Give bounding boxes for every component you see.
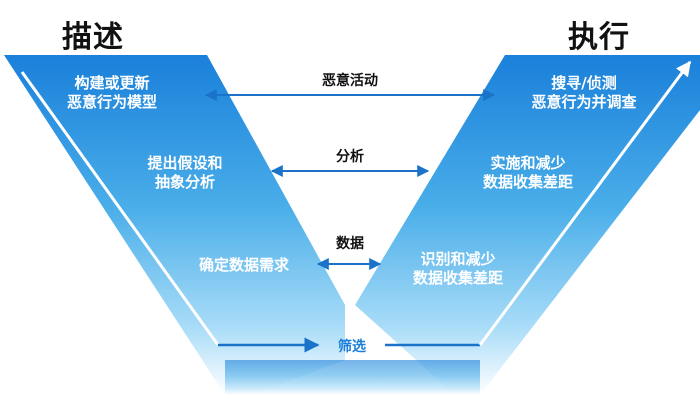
connector-label-analysis: 分析 [336,149,364,165]
left-step-model: 构建或更新 恶意行为模型 [67,74,157,112]
right-step-implement: 实施和减少 数据收集差距 [483,154,573,192]
connector-label-activity: 恶意活动 [322,73,378,89]
bottom-band [225,360,480,395]
right-step-hunt-line1: 搜寻/侦测 [551,74,617,92]
right-step-hunt: 搜寻/侦测 恶意行为并调查 [531,74,636,112]
right-step-identify-line2: 数据收集差距 [412,269,504,287]
left-step-hypothesis: 提出假设和 抽象分析 [147,154,222,192]
right-step-identify-line1: 识别和减少 [420,250,496,268]
right-step-implement-line1: 实施和减少 [490,154,566,172]
ascend-arrow [478,60,692,346]
left-step-data-needs-line1: 确定数据需求 [198,256,290,274]
left-step-model-line2: 恶意行为模型 [66,93,158,111]
right-step-implement-line2: 数据收集差距 [482,173,574,191]
left-step-model-line1: 构建或更新 [74,74,150,92]
left-arm [4,55,345,395]
filter-label: 筛选 [338,339,366,355]
right-step-identify: 识别和减少 数据收集差距 [413,250,503,288]
title-describe: 描述 [62,20,124,55]
right-arm [355,55,700,395]
left-step-data-needs: 确定数据需求 [199,256,289,275]
left-step-hypothesis-line2: 抽象分析 [154,173,216,191]
descend-arrow [20,71,220,346]
title-execute: 执行 [568,20,630,55]
connector-label-data: 数据 [336,236,364,252]
right-step-hunt-line2: 恶意行为并调查 [531,93,637,111]
left-step-hypothesis-line1: 提出假设和 [147,154,223,172]
